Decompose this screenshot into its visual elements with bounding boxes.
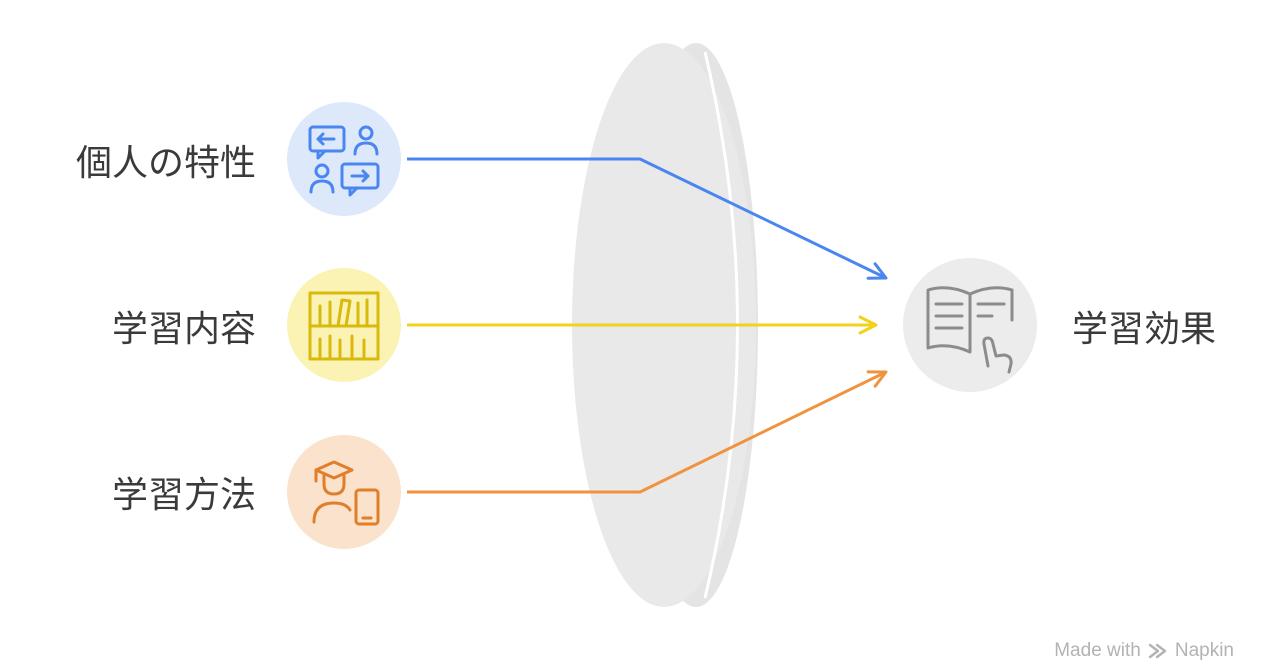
- output-label-learning-effect: 学習効果: [1072, 309, 1217, 350]
- node-personal-traits: [287, 102, 401, 216]
- connector-personal: [407, 157, 888, 280]
- napkin-watermark: Made with Napkin: [1054, 640, 1234, 662]
- node-learning-effect: [903, 258, 1037, 392]
- watermark-brand: Napkin: [1174, 640, 1234, 661]
- open-book-pointer-icon: [926, 286, 1014, 374]
- napkin-logo-icon: [1148, 643, 1167, 659]
- input-label-learning-method: 学習方法: [111, 475, 256, 516]
- connector-method: [407, 370, 888, 494]
- student-mobile-icon: [312, 460, 380, 526]
- watermark-made-with: Made with: [1054, 640, 1141, 661]
- node-learning-method: [287, 435, 401, 549]
- bookshelf-icon: [308, 291, 380, 361]
- node-learning-content: [287, 268, 401, 382]
- input-label-personal-traits: 個人の特性: [75, 143, 256, 184]
- people-conversation-icon: [308, 125, 380, 197]
- input-label-learning-content: 学習内容: [111, 309, 256, 350]
